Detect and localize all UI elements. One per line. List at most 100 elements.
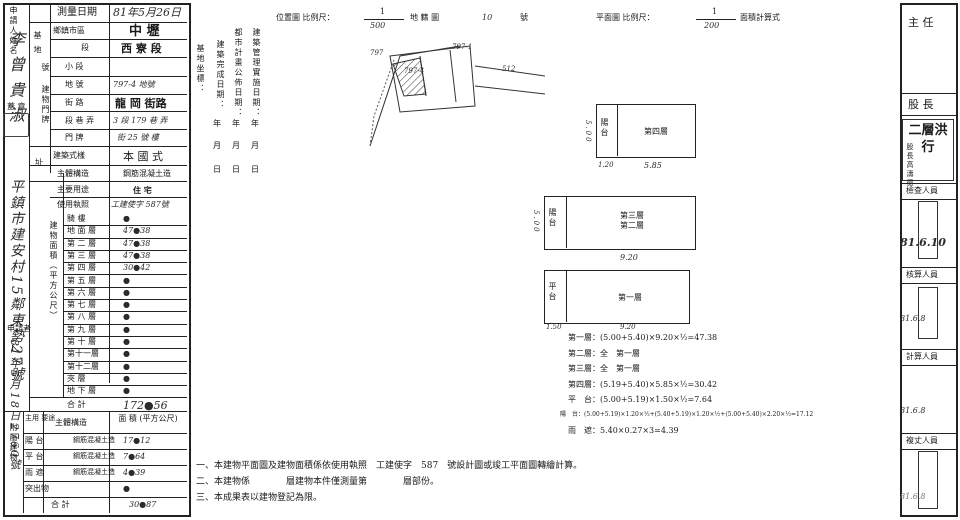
floor-row: 第十一層●	[63, 348, 187, 362]
floor4-label: 第四層	[644, 127, 668, 136]
calc-line: 陽 台：(5.00+5.19)×1.20×½+(5.40+5.19)×1.20×…	[560, 410, 814, 418]
notes: 一、本建物平面圖及建物面積係依使用執照 工建使字 587 號設計圖或竣工平面圖轉…	[196, 462, 896, 512]
calc-line: 第三層：全 第一層	[568, 364, 640, 373]
attach-area: 17●12	[123, 436, 151, 445]
checker-label: 檢查人員	[906, 186, 938, 195]
left-form: 申請人姓名 測量日期 81年5月26日 鄉鎮市區 中 壢 基 地 段 西 寮 段…	[3, 3, 191, 517]
floor-row-value: ●	[123, 361, 130, 371]
floor-row: 第 七 層 ●	[63, 299, 187, 313]
floor1-label: 第一層	[618, 293, 642, 302]
attach-total-value: 30●87	[129, 500, 157, 509]
floor4-side-dim: 1.20	[598, 161, 614, 169]
floor23-label-a: 第三層	[620, 211, 644, 220]
floor4-height: 5.00	[584, 120, 592, 144]
use-value: 住 宅	[133, 185, 152, 195]
attach-area-header: 面 積 (平方公尺)	[118, 414, 178, 423]
floor4-dim: 5.85	[644, 161, 662, 170]
floor-row-value: ●	[123, 287, 130, 297]
floor-row-label: 第 九 層	[67, 324, 97, 334]
floor-row-value: ●	[123, 300, 130, 310]
calc-line: 第二層：全 第一層	[568, 348, 640, 358]
surveyor-label: 複丈人員	[906, 436, 938, 445]
meta-day: 日	[213, 165, 221, 174]
door-value: 街 25 號 樓	[117, 133, 159, 142]
floor-row-label: 第 十 層	[67, 337, 97, 346]
meta-label-1: 都市計畫公佈日期：	[234, 28, 243, 118]
floor-row-label: 第 八 層	[67, 312, 97, 322]
permit-value: 工建使字 587號	[111, 200, 169, 209]
floor-row-label: 騎 樓	[67, 214, 86, 223]
floor-row-label: 第十一層	[67, 349, 99, 359]
floor-row: 第 二 層 47●38	[63, 238, 187, 251]
floor-row: 第 十 層●	[63, 336, 187, 350]
chief-label: 主 任	[908, 16, 934, 29]
meta-month-3: 月	[251, 141, 259, 150]
attach-area: ●	[123, 484, 130, 493]
section-value: 西 寮 段	[121, 42, 162, 55]
section-label: 段	[81, 43, 89, 52]
date-4: 81.6.8	[900, 492, 926, 501]
style-value: 本 國 式	[123, 150, 163, 163]
cadastral-map-label: 地 籍 圖	[410, 13, 440, 22]
attach-area: 4●39	[123, 468, 146, 477]
floor1-plan	[544, 270, 690, 324]
meta-day-2: 日	[232, 165, 240, 174]
structure-value: 鋼筋混凝土造	[123, 169, 171, 178]
floor23-height: 5.00	[532, 210, 540, 234]
township-value: 中 壢	[129, 24, 160, 39]
meta-month: 月	[213, 141, 221, 150]
attach-struct: 鋼筋混凝土造	[73, 452, 115, 460]
survey-date-label: 測量日期	[57, 7, 97, 18]
floor-row-label: 第 三 層	[67, 250, 97, 260]
meta-month-2: 月	[232, 141, 240, 150]
cadastral-map-suffix: 號	[520, 13, 528, 22]
attach-use: 平 台	[25, 452, 44, 461]
attach-struct: 鋼筋混凝土造	[73, 436, 115, 444]
floor-row-value: 47●38	[123, 238, 151, 248]
floor23-label-b: 第二層	[620, 221, 644, 230]
road-value: 龍 岡 街路	[115, 97, 167, 110]
meta-label-0: 建築管理實施日期：	[252, 28, 261, 118]
plan-calc-label: 面積計算式	[740, 13, 780, 22]
meta-day-3: 日	[251, 165, 259, 174]
address-label: 址	[35, 158, 43, 167]
meta-ymd-col: 年 年 年 月 月 月 日 日 日	[213, 120, 273, 180]
floor-row: 夾 層●	[63, 373, 187, 387]
floor-row-value: ●	[123, 214, 130, 223]
calc-line: 平 台：(5.00+5.19)×1.50×½=7.64	[568, 395, 713, 404]
floor-row-value: 30●42	[123, 263, 151, 273]
right-panel: 主 任 股 長 二層洪行 股長高濤德 檢查人員 81.6.10 核算人員 81.…	[900, 3, 958, 517]
permit-label: 使用執照	[57, 200, 89, 209]
attach-use: 突出物	[25, 484, 49, 493]
floor-row: 騎 樓 ●	[63, 213, 187, 227]
lane-label: 段 巷 弄	[65, 116, 95, 125]
structure-label: 主體構造	[57, 169, 89, 178]
floor23-dim: 9.20	[620, 253, 638, 262]
plan-scale-num: 1	[712, 7, 718, 16]
parcel-label-3: 512	[502, 65, 516, 73]
date-2: 81.6.8	[900, 314, 926, 323]
floor-row: 第 六 層●	[63, 287, 187, 301]
township-label: 鄉鎮市區	[53, 26, 85, 35]
surveyor-seal	[918, 451, 938, 509]
base-label: 基 地	[33, 31, 42, 56]
attach-struct-header: 主體構造	[55, 418, 87, 427]
attach-header: 附屬建物	[9, 423, 18, 463]
applicant-short-label: 申請者	[7, 324, 31, 333]
attach-total-label: 合 計	[51, 500, 70, 509]
floor-row-label: 第 七 層	[67, 300, 97, 310]
floor-row-label: 第 二 層	[67, 238, 97, 248]
floor1-dim: 9.20	[620, 323, 636, 331]
lane-value: 3 段 179 巷 弄	[113, 116, 168, 125]
attach-struct: 鋼筋混凝土造	[73, 468, 115, 476]
note-line: 三、本成果表以建物登記為限。	[196, 493, 323, 503]
floor-row-value: ●	[123, 373, 130, 383]
survey-date-value: 81年5月26日	[113, 6, 181, 19]
location-header: 位置圖 比例尺： 1 500 地 籍 圖 10 號	[276, 8, 576, 32]
note-line: 二、本建物係 層建物本件僅測量第 層部份。	[196, 477, 440, 487]
